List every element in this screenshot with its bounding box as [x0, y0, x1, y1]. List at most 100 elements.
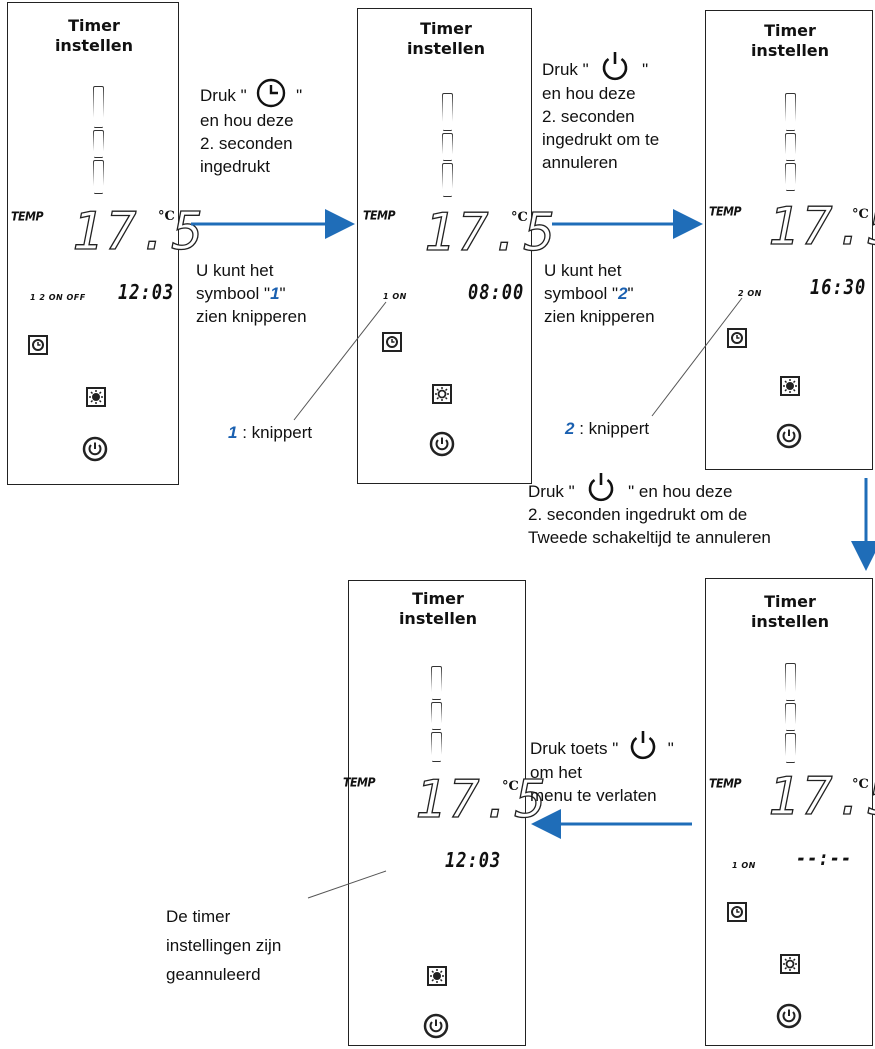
step4-line3: menu te verlaten	[530, 785, 657, 805]
power-button-icon[interactable]	[776, 423, 802, 449]
clock-button-icon[interactable]	[382, 332, 402, 352]
temp-unit: °C	[852, 207, 869, 222]
panel-2: Timer instellen TEMP 17.5 °C 1 ON 08:00	[357, 8, 556, 484]
sun-button-icon[interactable]	[432, 384, 452, 404]
callout-number-1: 1	[228, 423, 238, 442]
temp-unit: °C	[852, 777, 869, 792]
clock-button-icon[interactable]	[727, 902, 747, 922]
power-button-icon[interactable]	[82, 436, 108, 462]
power-button-icon[interactable]	[776, 1003, 802, 1029]
power-button-icon[interactable]	[423, 1013, 449, 1039]
step1-line1a: Druk "	[200, 86, 247, 105]
step2-line3: 2. seconden	[542, 106, 635, 126]
panel-title: Timer instellen	[54, 16, 134, 55]
temperature-display: 17.5	[414, 770, 549, 830]
cancel-note-line3: geannuleerd	[166, 965, 261, 984]
level-segment	[442, 93, 453, 131]
level-segment	[785, 133, 796, 161]
panel-title: Timer instellen	[398, 589, 478, 628]
level-segment	[93, 130, 104, 158]
timer-status: 2 ON	[738, 289, 762, 298]
clock-button-icon[interactable]	[28, 335, 48, 355]
step2-note: U kunt het symbool "2" zien knipperen	[544, 259, 655, 328]
level-segment	[442, 163, 453, 197]
panel-3: Timer instellen TEMP 17.5 °C 2 ON 16:30	[705, 10, 875, 470]
level-segment	[431, 666, 442, 700]
step1-callout: 1 : knippert	[228, 421, 312, 444]
step4-line2: om het	[530, 762, 582, 782]
cancel-note-line1: De timer	[166, 907, 231, 926]
step3-line3: Tweede schakeltijd te annuleren	[528, 528, 771, 547]
step1-note2a: symbool "	[196, 284, 271, 303]
clock-display: 08:00	[468, 281, 525, 305]
step3-line1b: " en hou deze	[628, 482, 733, 501]
step1-note: U kunt het symbool "1" zien knipperen	[196, 259, 307, 328]
clock-display: --:--	[796, 847, 853, 871]
panel-4: Timer instellen TEMP 17.5 °C 1 ON --:--	[705, 578, 875, 1046]
step2-line1a: Druk "	[542, 60, 589, 79]
power-button-icon[interactable]	[429, 431, 455, 457]
clock-display: 12:03	[445, 849, 502, 873]
temp-unit: °C	[502, 779, 519, 794]
panel-title: Timer instellen	[750, 592, 830, 631]
panel-title: Timer instellen	[750, 21, 830, 60]
temperature-display: 17.5	[423, 203, 558, 263]
step4-line1b: "	[667, 739, 674, 758]
level-segment	[442, 133, 453, 161]
clock-symbol-icon	[257, 78, 286, 107]
temp-label: TEMP	[363, 208, 396, 223]
temp-label: TEMP	[343, 775, 376, 790]
temp-unit: °C	[158, 209, 175, 224]
callout-text-2: : knippert	[574, 419, 650, 438]
step1-line4: ingedrukt	[200, 156, 270, 176]
step4-instruction: Druk toets " " om het menu te verlaten	[530, 730, 674, 807]
level-segment	[785, 663, 796, 701]
step1-note1: U kunt het	[196, 261, 274, 280]
temp-label: TEMP	[11, 209, 44, 224]
power-symbol-icon	[630, 730, 656, 759]
sun-button-icon[interactable]	[86, 387, 106, 407]
temperature-display: 17.5	[71, 202, 206, 262]
timer-status: 1 2 ON OFF	[30, 293, 86, 302]
step1-line3: 2. seconden	[200, 133, 293, 153]
sun-button-icon[interactable]	[427, 966, 447, 986]
step1-line2: en hou deze	[200, 110, 294, 130]
sun-button-icon[interactable]	[780, 954, 800, 974]
callout-text-1: : knippert	[237, 423, 313, 442]
timer-status: 1 ON	[383, 292, 407, 301]
temp-label: TEMP	[709, 776, 742, 791]
temperature-display: 17.5	[767, 767, 875, 827]
level-segment	[785, 93, 796, 131]
panel-title: Timer instellen	[406, 19, 486, 58]
step3-instruction: Druk " " en hou deze 2. seconden ingedru…	[528, 472, 771, 549]
step2-note3: zien knipperen	[544, 307, 655, 326]
step2-note2b: "	[627, 284, 634, 303]
step2-callout: 2 : knippert	[565, 417, 649, 440]
cancel-note-line2: instellingen zijn	[166, 936, 282, 955]
step2-line4: ingedrukt om te	[542, 129, 660, 149]
step1-line1b: "	[296, 86, 303, 105]
cancel-note: De timer instellingen zijn geannuleerd	[166, 902, 281, 989]
level-segment	[431, 702, 442, 730]
temperature-display: 17.5	[767, 197, 875, 257]
timer-status: 1 ON	[732, 861, 756, 870]
temp-unit: °C	[511, 210, 528, 225]
level-segment	[431, 732, 442, 762]
step2-note1: U kunt het	[544, 261, 622, 280]
step2-instruction: Druk " " en hou deze 2. seconden ingedru…	[542, 51, 660, 174]
clock-display: 12:03	[118, 281, 175, 305]
step1-note-number: 1	[270, 284, 280, 303]
step2-line1b: "	[642, 60, 649, 79]
step3-line1a: Druk "	[528, 482, 575, 501]
callout-number-2: 2	[565, 419, 575, 438]
clock-display: 16:30	[810, 276, 867, 300]
panel-1: Timer instellen TEMP 17.5 °C 1 2 ON OFF …	[7, 2, 204, 485]
step2-line5: annuleren	[542, 152, 618, 172]
temp-label: TEMP	[709, 204, 742, 219]
step4-line1a: Druk toets "	[530, 739, 619, 758]
sun-button-icon[interactable]	[780, 376, 800, 396]
clock-button-icon[interactable]	[727, 328, 747, 348]
level-segment	[93, 86, 104, 128]
level-segment	[785, 163, 796, 191]
level-segment	[785, 703, 796, 731]
